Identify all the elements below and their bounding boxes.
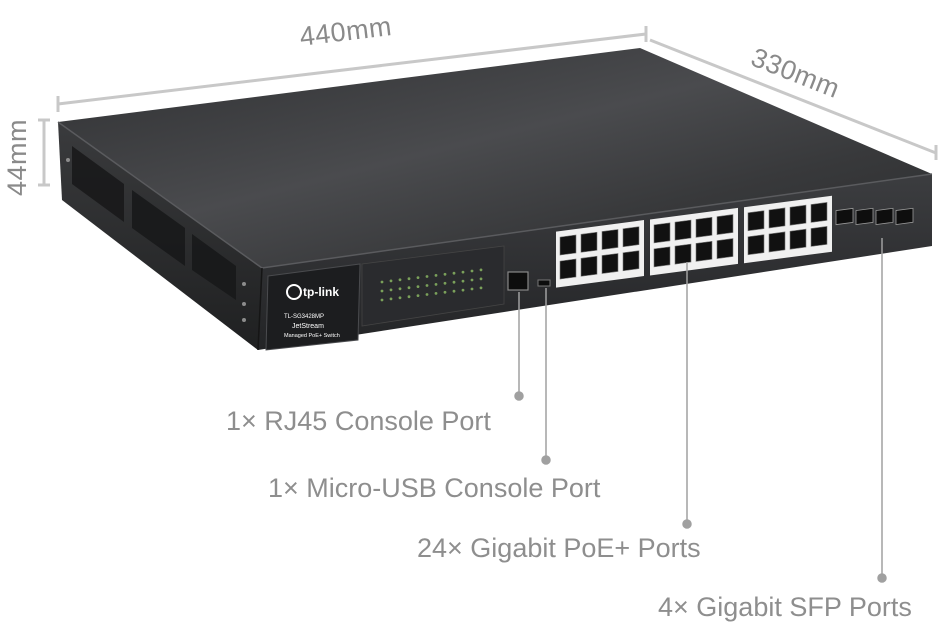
- model-number: TL-SG3428MP: [284, 314, 324, 320]
- status-led: [461, 270, 465, 274]
- status-led: [434, 292, 438, 295]
- status-led: [443, 290, 447, 294]
- width-dimension-line: [57, 32, 647, 106]
- poe-ports-label: 24× Gigabit PoE+ Ports: [417, 533, 701, 563]
- port-block: [556, 220, 644, 288]
- ethernet-port: [601, 229, 619, 250]
- rack-screws: [66, 158, 246, 322]
- status-led: [452, 280, 456, 284]
- status-led: [479, 268, 483, 272]
- rj45-console-label: 1× RJ45 Console Port: [226, 406, 491, 436]
- status-led: [398, 296, 402, 300]
- status-led: [389, 297, 393, 301]
- status-led: [380, 289, 384, 293]
- status-led: [443, 272, 447, 276]
- status-led: [380, 298, 384, 302]
- ethernet-port: [810, 202, 828, 223]
- ethernet-port: [653, 222, 671, 244]
- status-led: [434, 283, 438, 286]
- ethernet-port: [580, 255, 598, 277]
- device-description: Managed PoE+ Switch: [284, 333, 340, 339]
- tp-link-logo-icon: [286, 284, 302, 300]
- ethernet-port: [622, 250, 640, 272]
- status-led: [407, 277, 411, 281]
- ethernet-port: [810, 226, 828, 247]
- status-led: [425, 284, 429, 287]
- status-led: [398, 287, 402, 291]
- ethernet-port: [747, 234, 765, 256]
- depth-dimension-line: [649, 38, 937, 155]
- status-led: [380, 280, 384, 284]
- status-led: [398, 278, 402, 282]
- sfp-ports-label: 4× Gigabit SFP Ports: [658, 592, 912, 622]
- ethernet-port: [695, 240, 713, 262]
- brand-name: tp-link: [303, 285, 339, 299]
- status-leds: [380, 268, 483, 302]
- status-led: [452, 289, 456, 293]
- usb-console-label: 1× Micro-USB Console Port: [268, 473, 601, 503]
- status-led: [479, 277, 483, 281]
- status-led: [416, 294, 420, 297]
- rj45-console-port: [507, 271, 529, 291]
- dimension-lines: [38, 26, 938, 187]
- status-led: [425, 293, 429, 296]
- sfp-ports: [835, 207, 914, 226]
- ethernet-port: [716, 214, 734, 235]
- ethernet-port: [559, 258, 577, 280]
- ethernet-port: [601, 253, 619, 274]
- status-led: [461, 288, 465, 292]
- status-led: [434, 274, 438, 277]
- height-dimension-label: 44mm: [2, 118, 32, 196]
- status-led: [452, 271, 456, 275]
- ethernet-port: [674, 243, 692, 265]
- ethernet-port: [674, 219, 692, 241]
- poe-ports: [556, 195, 832, 288]
- status-led: [461, 279, 465, 283]
- sfp-port: [875, 207, 894, 226]
- side-vents: [72, 146, 236, 300]
- callout-lines: [514, 238, 887, 583]
- status-led: [416, 285, 420, 288]
- ethernet-port: [768, 207, 786, 229]
- led-panel: [361, 245, 505, 327]
- status-led: [407, 295, 411, 299]
- status-led: [470, 278, 474, 282]
- status-led: [470, 269, 474, 273]
- ethernet-port: [559, 234, 577, 256]
- ethernet-port: [622, 226, 640, 248]
- micro-usb-console-port: [537, 279, 551, 287]
- sfp-port: [835, 207, 854, 226]
- ethernet-port: [716, 238, 734, 259]
- port-block: [650, 207, 738, 276]
- status-led: [407, 286, 411, 290]
- status-led: [443, 281, 447, 285]
- sfp-port: [895, 207, 914, 225]
- ethernet-port: [580, 231, 598, 253]
- ethernet-port: [747, 210, 765, 232]
- status-led: [389, 279, 393, 283]
- status-led: [479, 286, 483, 290]
- ethernet-port: [768, 231, 786, 253]
- status-led: [425, 275, 429, 278]
- port-block: [744, 195, 832, 264]
- product-line: JetStream: [292, 323, 324, 330]
- status-led: [416, 276, 420, 279]
- ethernet-port: [653, 246, 671, 268]
- ethernet-port: [789, 204, 807, 226]
- status-led: [389, 288, 393, 292]
- ethernet-port: [789, 228, 807, 250]
- sfp-port: [855, 207, 874, 226]
- switch-top-surface: [58, 48, 932, 268]
- ethernet-port: [695, 216, 713, 238]
- status-led: [470, 287, 474, 291]
